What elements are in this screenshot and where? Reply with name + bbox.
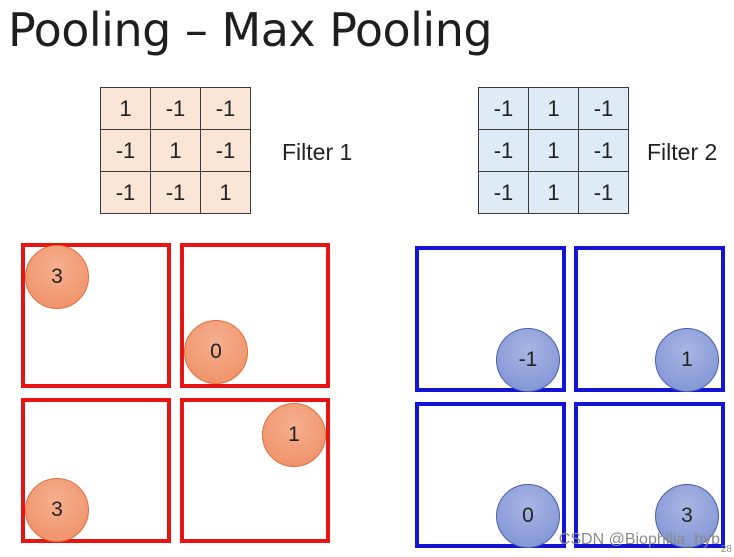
- pool-region-blue-bottom-left: [415, 402, 566, 548]
- filter-2-cell: -1: [478, 129, 529, 172]
- filter-1-cell: -1: [150, 171, 201, 214]
- max-value-circle: 3: [25, 245, 89, 309]
- filter-1-cell: -1: [200, 129, 251, 172]
- pool-region-blue-top-left: [415, 246, 566, 392]
- max-value-circle: 1: [262, 403, 326, 467]
- slide-title: Pooling – Max Pooling: [8, 3, 493, 57]
- filter-2-cell: -1: [578, 87, 629, 130]
- filter-2-label: Filter 2: [647, 139, 718, 165]
- filter-1-cell: 1: [200, 171, 251, 214]
- filter-1-cell: 1: [150, 129, 201, 172]
- pool-region-blue-top-right: [574, 246, 725, 392]
- pool-region-blue-bottom-right: [574, 402, 725, 548]
- filter-2-cell: -1: [578, 171, 629, 214]
- max-value-circle: 0: [184, 320, 248, 384]
- pool-region-red-bottom-left: [21, 398, 171, 543]
- pool-region-red-top-right: [180, 243, 330, 388]
- filter-1-matrix: 1 -1 -1 -1 1 -1 -1 -1 1: [100, 87, 251, 214]
- filter-2-cell: 1: [528, 129, 579, 172]
- filter-1-cell: -1: [150, 87, 201, 130]
- filter-1-cell: -1: [100, 171, 151, 214]
- max-value-circle: 1: [655, 328, 719, 392]
- filter-2-cell: 1: [528, 171, 579, 214]
- filter-1-cell: 1: [100, 87, 151, 130]
- filter-2-matrix: -1 1 -1 -1 1 -1 -1 1 -1: [478, 87, 629, 214]
- filter-1-cell: -1: [200, 87, 251, 130]
- filter-1-label: Filter 1: [282, 139, 353, 165]
- filter-2-cell: -1: [478, 171, 529, 214]
- filter-1-cell: -1: [100, 129, 151, 172]
- max-value-circle: -1: [496, 328, 560, 392]
- max-value-circle: 0: [496, 484, 560, 548]
- page-number: 28: [720, 544, 732, 555]
- pool-region-red-top-left: [21, 243, 171, 388]
- max-value-circle: 3: [655, 484, 719, 548]
- filter-2-cell: -1: [478, 87, 529, 130]
- filter-2-cell: 1: [528, 87, 579, 130]
- filter-2-cell: -1: [578, 129, 629, 172]
- max-value-circle: 3: [25, 478, 89, 542]
- pool-region-red-bottom-right: [180, 398, 330, 543]
- watermark: CSDN @Biophilia_hyb: [558, 531, 720, 548]
